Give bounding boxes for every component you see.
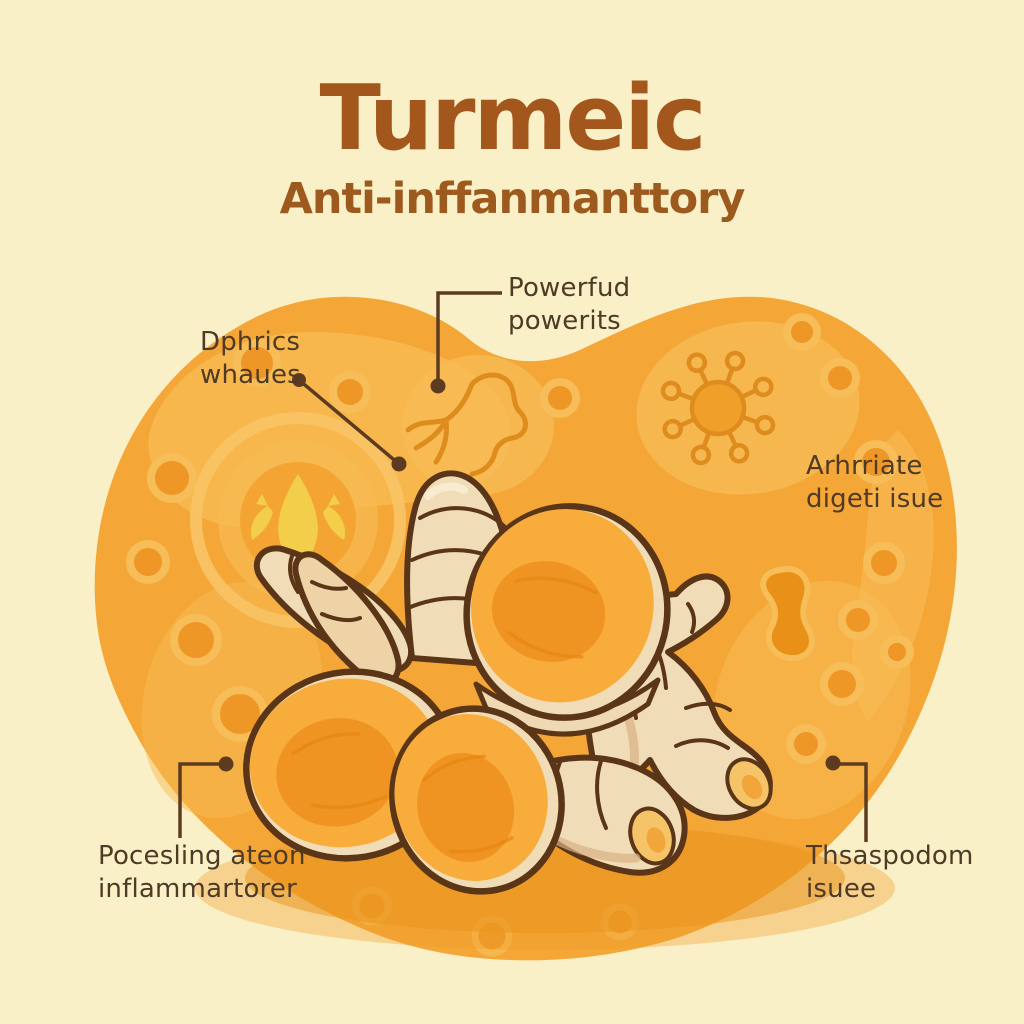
label-arthritis-digestive-line1: Arhrriate [806, 451, 923, 481]
leader-line-processing [178, 762, 222, 838]
label-processing-line1: Pocesling ateon [98, 841, 306, 871]
leader-lines [178, 291, 868, 842]
label-dphrics-whaues-line1: Dphrics [200, 327, 301, 357]
label-powerful-powers-line1: Powerfud [508, 273, 631, 303]
leader-line-powerful [436, 291, 502, 382]
label-thsaspodom-line2: isuee [806, 873, 877, 904]
page-title: Turmeic [319, 66, 707, 171]
label-arthritis-digestive: Arhrriate digeti isue [806, 450, 943, 515]
virus-icon [660, 350, 776, 466]
page-subtitle: Anti-inffanmanttory [279, 174, 746, 224]
leader-line-thsaspodom [838, 762, 868, 842]
label-powerful-powers-line2: powerits [508, 305, 621, 336]
cut-slice-bottom-center [389, 705, 565, 895]
leader-line-dphrics [297, 378, 401, 466]
leader-dot-thsaspodom [825, 755, 841, 771]
label-dphrics-whaues: Dphrics whaues [200, 326, 301, 391]
label-processing-line2: inflammartorer [98, 873, 297, 904]
organelle-shape [760, 566, 815, 662]
label-thsaspodom-line1: Thsaspodom [806, 841, 974, 871]
label-thsaspodom-issue: Thsaspodom isuee [806, 840, 974, 905]
leader-dot-dphrics-end [391, 456, 407, 472]
leader-dot-processing [218, 756, 234, 772]
cut-slice-top [463, 503, 671, 737]
label-processing-anti-inflammatory: Pocesling ateon inflammartorer [98, 840, 306, 905]
leader-dot-powerful [430, 378, 446, 394]
label-arthritis-digestive-line2: digeti isue [806, 483, 944, 514]
label-dphrics-whaues-line2: whaues [200, 359, 301, 390]
rhizome-finger-left-pair [253, 545, 415, 687]
turmeric-rhizomes-illustration [243, 470, 773, 895]
header: Turmeic Anti-inffanmanttory [0, 74, 1024, 221]
nerve-branch-icon [405, 372, 529, 477]
label-powerful-powers: Powerfud powerits [508, 272, 630, 337]
leader-dot-dphrics-start [292, 373, 306, 387]
